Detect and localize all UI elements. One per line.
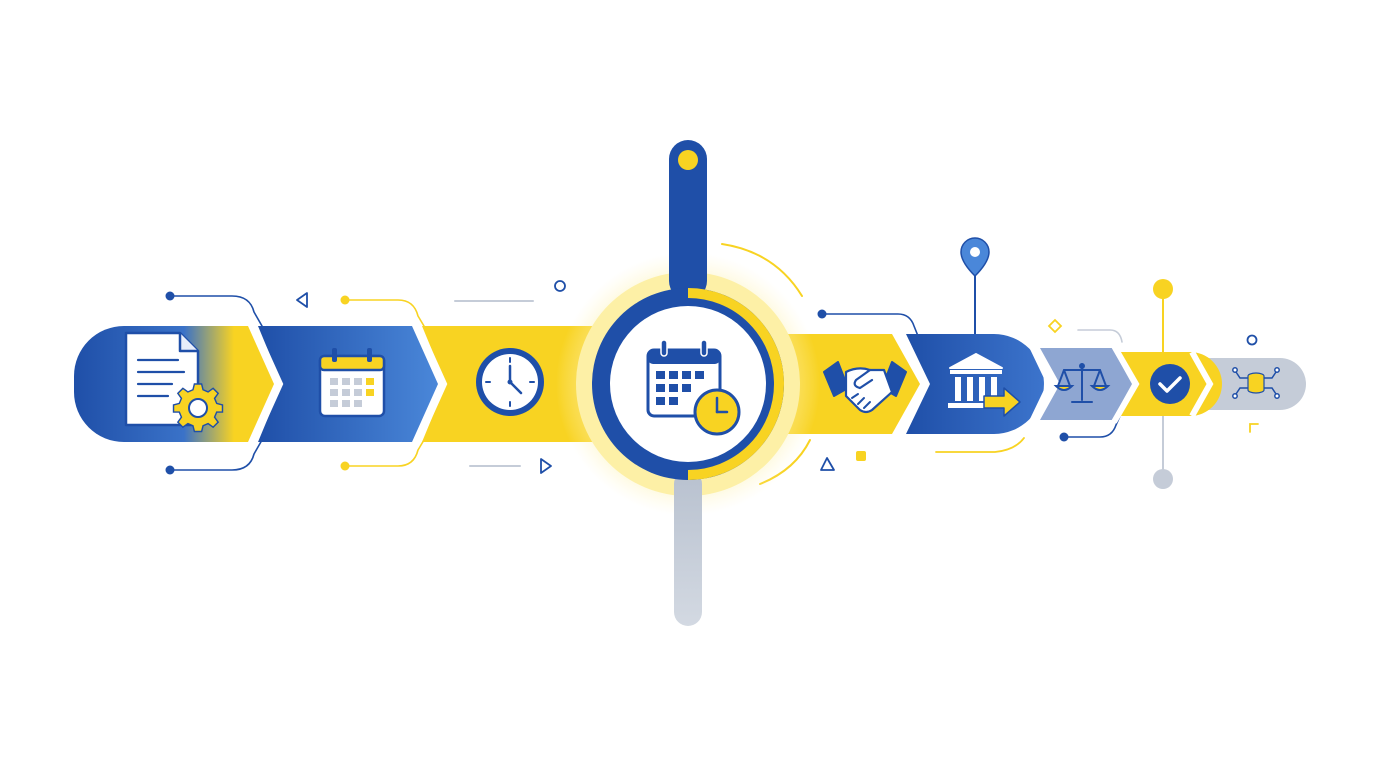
slider-track-bottom xyxy=(674,470,702,626)
chevron-separator xyxy=(1189,350,1214,418)
small-ring xyxy=(554,280,566,292)
connector-dot xyxy=(1059,432,1069,442)
focus-ring-arc xyxy=(687,288,784,480)
triangle-marker xyxy=(296,292,308,308)
database-network-icon xyxy=(1232,367,1280,399)
calendar-icon xyxy=(318,348,386,418)
connector-dot xyxy=(340,461,350,471)
location-pin-icon[interactable] xyxy=(960,237,990,278)
small-ring xyxy=(1246,334,1258,346)
slider-knob[interactable] xyxy=(678,150,698,170)
connector-line xyxy=(344,439,425,467)
chevron-separator xyxy=(893,328,930,440)
connector-line xyxy=(1063,415,1121,438)
chevron-separator xyxy=(249,320,284,448)
diamond-marker xyxy=(1047,318,1063,334)
vertical-slider-pin[interactable] xyxy=(669,140,707,300)
chevron-separator xyxy=(413,320,448,448)
small-square xyxy=(856,451,866,461)
calendar-clock-icon xyxy=(646,339,741,436)
chevron-separator xyxy=(1025,336,1054,432)
bank-transfer-icon xyxy=(948,353,1021,417)
handshake-icon xyxy=(823,361,907,414)
step-shape-7 xyxy=(1040,348,1132,420)
connector-line xyxy=(821,313,919,337)
scales-icon xyxy=(1053,363,1111,403)
connector-dot xyxy=(165,291,175,301)
pin-head xyxy=(1153,469,1173,489)
pin-head xyxy=(1153,279,1173,299)
document-gear-icon xyxy=(124,331,224,433)
connector-line xyxy=(1077,329,1123,343)
arc-accent xyxy=(721,243,803,297)
connector-line xyxy=(169,439,263,471)
chevron-separator xyxy=(1111,344,1140,424)
connector-dot xyxy=(340,295,350,305)
check-badge-icon xyxy=(1150,364,1190,404)
connector-dot xyxy=(165,465,175,475)
triangle-marker xyxy=(540,458,552,474)
corner-bracket xyxy=(1249,423,1259,433)
connector-line xyxy=(344,299,425,327)
arc-accent xyxy=(935,437,1025,453)
triangle-marker xyxy=(820,457,835,471)
connector-dot xyxy=(817,309,827,319)
connector-line xyxy=(169,295,263,327)
clock-icon xyxy=(476,348,544,416)
